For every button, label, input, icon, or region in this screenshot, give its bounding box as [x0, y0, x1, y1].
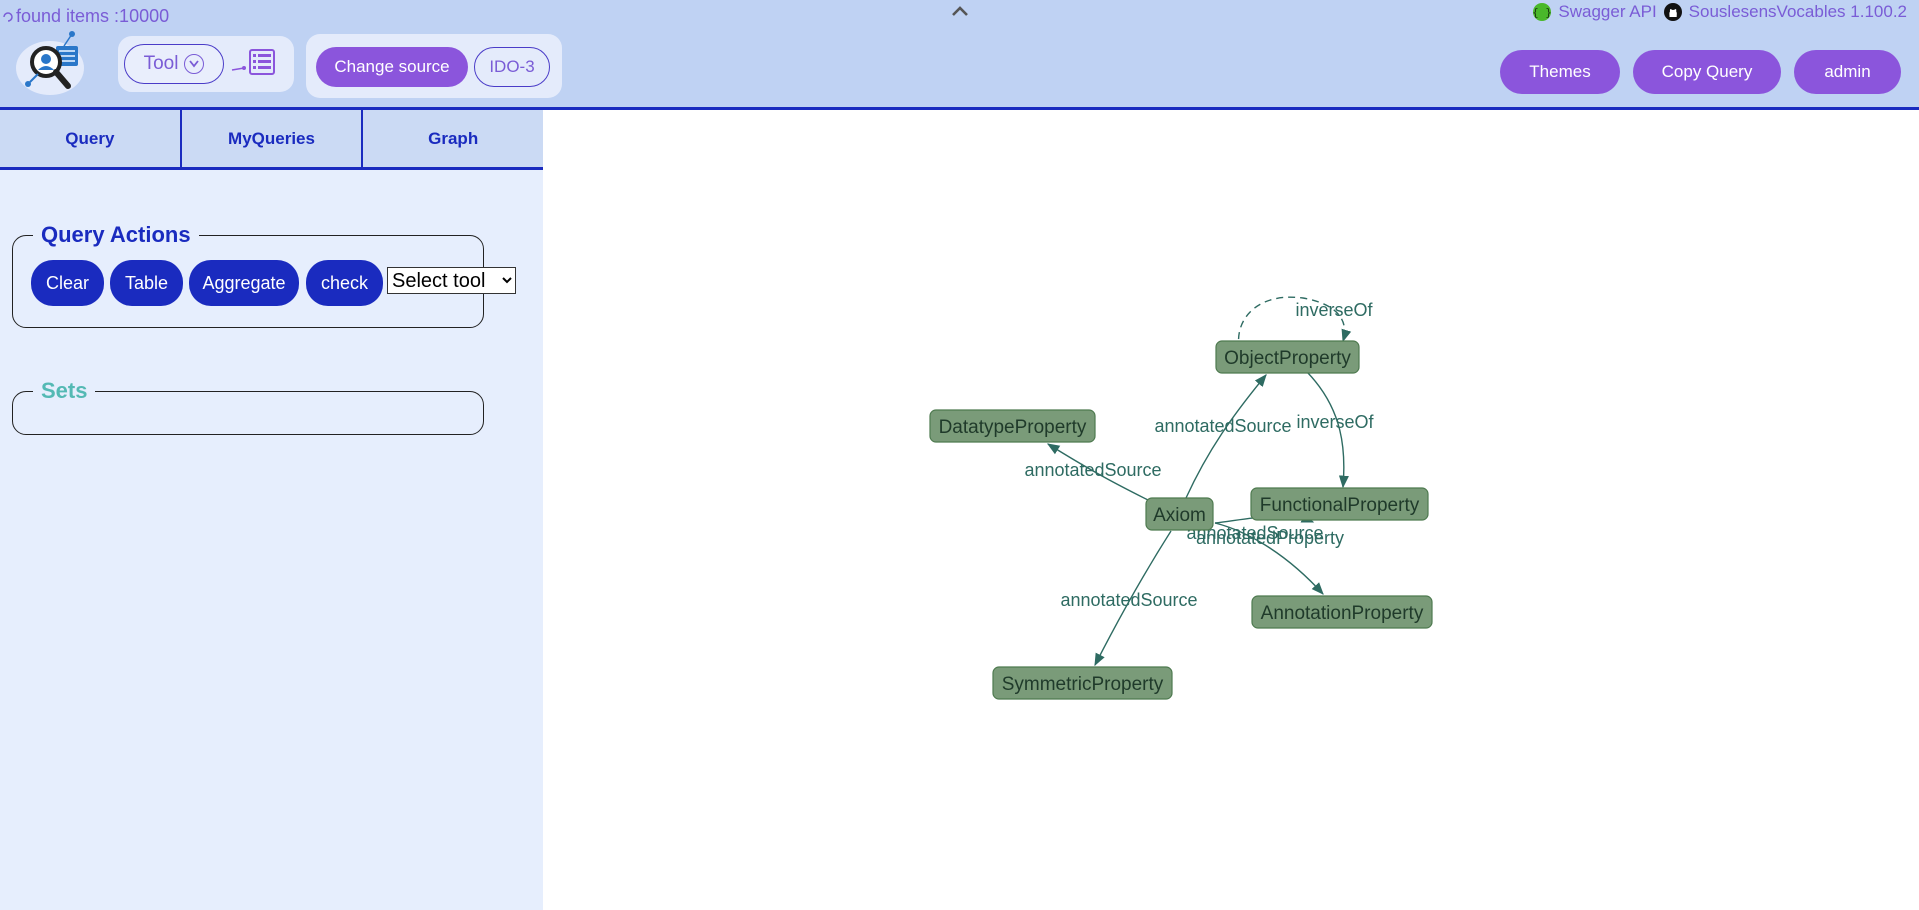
app-version-link[interactable]: SouslesensVocables 1.100.2 — [1688, 2, 1907, 21]
graph-edge-label: annotatedSource — [1186, 523, 1323, 543]
sets-panel: Sets — [12, 378, 484, 435]
list-tool-icon[interactable] — [230, 46, 278, 80]
app-logo-icon — [16, 31, 84, 95]
graph-edge-Axiom-SymmetricProperty[interactable] — [1094, 530, 1172, 667]
graph-node-ObjectProperty[interactable]: ObjectProperty — [1215, 340, 1360, 374]
graph-edge-Axiom-DatatypeProperty[interactable] — [1046, 443, 1149, 501]
graph-node-label: AnnotationProperty — [1261, 603, 1424, 624]
found-items-text: found items :10000 — [16, 6, 170, 26]
tool-dropdown-button[interactable]: Tool — [124, 44, 224, 84]
graph-edge-label: inverseOf — [1295, 300, 1373, 320]
github-icon[interactable] — [1663, 2, 1683, 22]
check-button[interactable]: check — [306, 260, 383, 306]
swagger-icon[interactable]: { } — [1532, 2, 1552, 22]
graph-node-label: ObjectProperty — [1224, 348, 1351, 369]
chevron-down-icon — [184, 54, 205, 74]
source-group: Change source IDO-3 — [306, 34, 562, 98]
graph-edge-label: inverseOf — [1296, 412, 1374, 432]
graph-node-label: Axiom — [1153, 505, 1206, 526]
graph-svg[interactable]: inverseOfinverseOfannotatedSourceannotat… — [543, 110, 1919, 910]
graph-node-AnnotationProperty[interactable]: AnnotationProperty — [1251, 595, 1433, 629]
graph-node-SymmetricProperty[interactable]: SymmetricProperty — [992, 666, 1173, 700]
graph-edge-ObjectProperty-FunctionalProperty[interactable] — [1307, 372, 1349, 489]
top-links: { } Swagger API SouslesensVocables 1.100… — [1532, 2, 1907, 22]
table-button[interactable]: Table — [110, 260, 183, 306]
graph-node-box[interactable] — [1145, 497, 1214, 531]
graph-node-Axiom[interactable]: Axiom — [1145, 497, 1214, 531]
graph-node-DatatypeProperty[interactable]: DatatypeProperty — [929, 409, 1096, 443]
tab-bar: Query MyQueries Graph — [0, 110, 543, 170]
tab-myqueries[interactable]: MyQueries — [182, 110, 364, 167]
graph-edge-label: annotatedSource — [1154, 416, 1291, 436]
graph-edge-Axiom-AnnotationProperty[interactable] — [1214, 522, 1324, 595]
clear-button[interactable]: Clear — [31, 260, 104, 306]
current-source-badge[interactable]: IDO-3 — [474, 47, 550, 87]
tool-label: Tool — [143, 53, 179, 74]
tool-group: Tool — [118, 36, 294, 92]
refresh-icon[interactable] — [2, 11, 14, 23]
svg-text:{ }: { } — [1532, 6, 1552, 19]
found-items-counter: found items :10000 — [2, 6, 169, 27]
select-tool-dropdown[interactable]: Select tool — [387, 267, 516, 294]
copy-query-button[interactable]: Copy Query — [1633, 50, 1781, 94]
swagger-api-link[interactable]: Swagger API — [1558, 2, 1657, 21]
top-bar: found items :10000 { } Swagger API Sousl… — [0, 0, 1919, 110]
graph-edge-Axiom-ObjectProperty[interactable] — [1185, 374, 1267, 499]
graph-node-FunctionalProperty[interactable]: FunctionalProperty — [1250, 487, 1429, 521]
graph-node-box[interactable] — [1251, 595, 1433, 629]
tab-graph[interactable]: Graph — [428, 128, 479, 148]
collapse-header-icon[interactable] — [950, 4, 970, 18]
themes-button[interactable]: Themes — [1500, 50, 1620, 94]
graph-edge-label: annotatedSource — [1024, 460, 1161, 480]
graph-edge-label: annotatedSource — [1060, 590, 1197, 610]
admin-button[interactable]: admin — [1794, 50, 1901, 94]
change-source-button[interactable]: Change source — [316, 47, 468, 87]
sets-legend: Sets — [41, 378, 88, 403]
graph-edge-label: annotatedProperty — [1196, 528, 1344, 548]
graph-node-box[interactable] — [1250, 487, 1429, 521]
graph-node-box[interactable] — [992, 666, 1173, 700]
graph-node-box[interactable] — [1215, 340, 1360, 374]
query-actions-legend: Query Actions — [41, 222, 191, 247]
aggregate-button[interactable]: Aggregate — [189, 260, 299, 306]
tab-query[interactable]: Query — [0, 110, 182, 167]
nodes-layer: ObjectPropertyDatatypePropertyFunctional… — [929, 340, 1433, 700]
graph-node-label: DatatypeProperty — [939, 417, 1087, 438]
graph-node-label: FunctionalProperty — [1260, 495, 1420, 516]
edges-layer: inverseOfinverseOfannotatedSourceannotat… — [1024, 296, 1375, 667]
left-panel: Query MyQueries Graph Query Actions Clea… — [0, 110, 543, 910]
graph-node-box[interactable] — [929, 409, 1096, 443]
graph-node-label: SymmetricProperty — [1002, 674, 1164, 695]
